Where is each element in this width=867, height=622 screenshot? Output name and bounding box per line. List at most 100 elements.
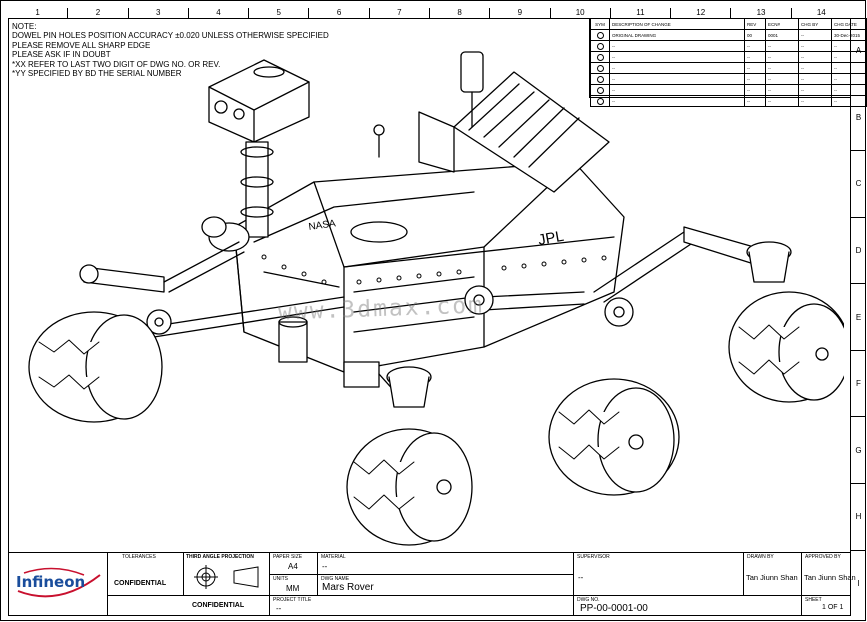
- col-4: 4: [189, 8, 250, 18]
- sheet-value: 1 OF 1: [822, 604, 844, 611]
- revision-symbol-icon: [596, 31, 604, 39]
- nasa-label: NASA: [308, 218, 337, 233]
- dwg-name-label: DWG NAME: [321, 576, 350, 582]
- sheet-cell: SHEET 1 OF 1: [802, 596, 851, 616]
- approved-by-label: APPROVED BY: [805, 554, 841, 560]
- col-11: 11: [611, 8, 672, 18]
- project-title-value: --: [276, 604, 282, 613]
- material-label: MATERIAL: [321, 554, 346, 560]
- col-2: 2: [68, 8, 129, 18]
- row-i: I: [857, 578, 860, 588]
- jpl-label: JPL: [537, 228, 565, 249]
- drawn-by-value: Tan Jiunn Shan: [746, 573, 798, 582]
- logo-text: Infineon: [16, 573, 86, 591]
- row-letters: A B C D E F G H I: [851, 18, 866, 616]
- revision-symbol-icon: [596, 86, 604, 94]
- row-e: E: [851, 284, 866, 351]
- revision-rev: 00: [744, 29, 766, 41]
- col-5: 5: [249, 8, 310, 18]
- note-heading: NOTE:: [12, 22, 37, 31]
- header-description: DESCRIPTION OF CHANGE: [609, 18, 745, 30]
- column-numbers: 1 2 3 4 5 6 7 8 9 10 11 12 13 14: [8, 8, 851, 18]
- rover-suspension: [79, 226, 755, 403]
- revision-chg-by: --: [798, 29, 832, 41]
- mars-rover-drawing: NASA JPL: [28, 51, 844, 546]
- units-cell: UNITS MM: [270, 575, 318, 596]
- paper-size-label: PAPER SIZE: [273, 554, 303, 560]
- infineon-logo-icon: [17, 567, 101, 598]
- approved-by-cell: APPROVED BY Tan Jiunn Shan: [802, 553, 856, 596]
- third-angle-projection-icon: [194, 565, 259, 589]
- sheet-label: SHEET: [805, 597, 822, 603]
- drawn-by-label: DRAWN BY: [747, 554, 774, 560]
- confidential-cell: CONFIDENTIAL: [108, 596, 270, 616]
- dwg-no-value: PP-00-0001-00: [580, 603, 648, 614]
- tolerances-label: TOLERANCES: [122, 554, 156, 560]
- note-line: PLEASE REMOVE ALL SHARP EDGE: [12, 40, 151, 50]
- col-12: 12: [671, 8, 732, 18]
- header-ecn: ECN#: [765, 18, 799, 30]
- revision-symbol-icon: [596, 97, 604, 105]
- rover-panel: [418, 51, 610, 193]
- revision-chg-by: --: [798, 95, 832, 107]
- units-label: UNITS: [273, 576, 288, 582]
- dwg-no-cell: DWG NO. PP-00-0001-00: [574, 596, 802, 616]
- col-8: 8: [430, 8, 491, 18]
- confidential-label: CONFIDENTIAL: [192, 602, 245, 609]
- rover-body: NASA JPL: [233, 161, 625, 373]
- revision-chg-date: --: [831, 95, 867, 107]
- rover-wheels: [28, 241, 844, 546]
- revision-ecn: 0001: [765, 29, 799, 41]
- col-7: 7: [370, 8, 430, 18]
- wheel-front-right: [346, 428, 473, 546]
- wheel-front-left: [28, 311, 163, 423]
- revision-table: SYM DESCRIPTION OF CHANGE REV ECN# CHG B…: [589, 18, 867, 107]
- row-c: C: [851, 151, 866, 218]
- note-line: DOWEL PIN HOLES POSITION ACCURACY ±0.020…: [12, 31, 329, 41]
- rover-mast: [208, 59, 385, 238]
- revision-description: ORIGINAL DRAWING: [609, 29, 745, 41]
- row-d: D: [851, 218, 866, 285]
- row-f: F: [851, 351, 866, 418]
- revision-ecn: --: [765, 95, 799, 107]
- paper-size-value: A4: [288, 562, 298, 571]
- col-13: 13: [731, 8, 792, 18]
- note-line: *XX REFER TO LAST TWO DIGIT OF DWG NO. O…: [12, 59, 221, 69]
- revision-row: -- -- -- -- --: [590, 40, 867, 52]
- col-10: 10: [551, 8, 611, 18]
- drawn-by-cell: DRAWN BY Tan Jiunn Shan: [744, 553, 802, 596]
- col-3: 3: [129, 8, 189, 18]
- dwg-name-value: Mars Rover: [322, 582, 374, 593]
- revision-chg-date: 30-Dec-2015: [831, 29, 867, 41]
- project-title-cell: PROJECT TITLE --: [270, 596, 574, 616]
- logo-cell: Infineon: [8, 553, 108, 616]
- revision-row: -- -- -- -- --: [590, 95, 867, 107]
- title-block: Infineon TOLERANCES CONFIDENTIAL CONFIDE…: [8, 552, 856, 616]
- revision-header-row: SYM DESCRIPTION OF CHANGE REV ECN# CHG B…: [590, 18, 867, 30]
- supervisor-cell: SUPERVISOR --: [574, 553, 744, 596]
- col-9: 9: [490, 8, 551, 18]
- supervisor-value: --: [578, 573, 584, 582]
- revision-symbol-icon: [596, 75, 604, 83]
- note-line: *YY SPECIFIED BY BD THE SERIAL NUMBER: [12, 69, 182, 79]
- col-6: 6: [309, 8, 370, 18]
- rover-arm: [201, 216, 308, 363]
- wheel-middle: [548, 378, 680, 496]
- approved-by-value: Tan Jiunn Shan: [804, 573, 856, 582]
- paper-size-cell: PAPER SIZE A4: [270, 553, 318, 575]
- revision-symbol-icon: [596, 53, 604, 61]
- header-rev: REV: [744, 18, 766, 30]
- material-value: --: [322, 562, 328, 571]
- revision-symbol-icon: [596, 42, 604, 50]
- material-cell: MATERIAL --: [318, 553, 574, 575]
- revision-row: ORIGINAL DRAWING 00 0001 -- 30-Dec-2015: [590, 29, 867, 41]
- project-title-label: PROJECT TITLE: [273, 597, 312, 603]
- wheel-rear: [728, 291, 844, 403]
- header-chg-date: CHG DATE: [831, 18, 867, 30]
- tolerances-value: CONFIDENTIAL: [114, 580, 167, 587]
- header-chg-by: CHG BY: [798, 18, 832, 30]
- notes-block: NOTE: DOWEL PIN HOLES POSITION ACCURACY …: [12, 22, 329, 78]
- tolerances-cell: TOLERANCES CONFIDENTIAL: [108, 553, 184, 596]
- projection-label: THIRD ANGLE PROJECTION: [186, 554, 254, 560]
- row-g: G: [851, 417, 866, 484]
